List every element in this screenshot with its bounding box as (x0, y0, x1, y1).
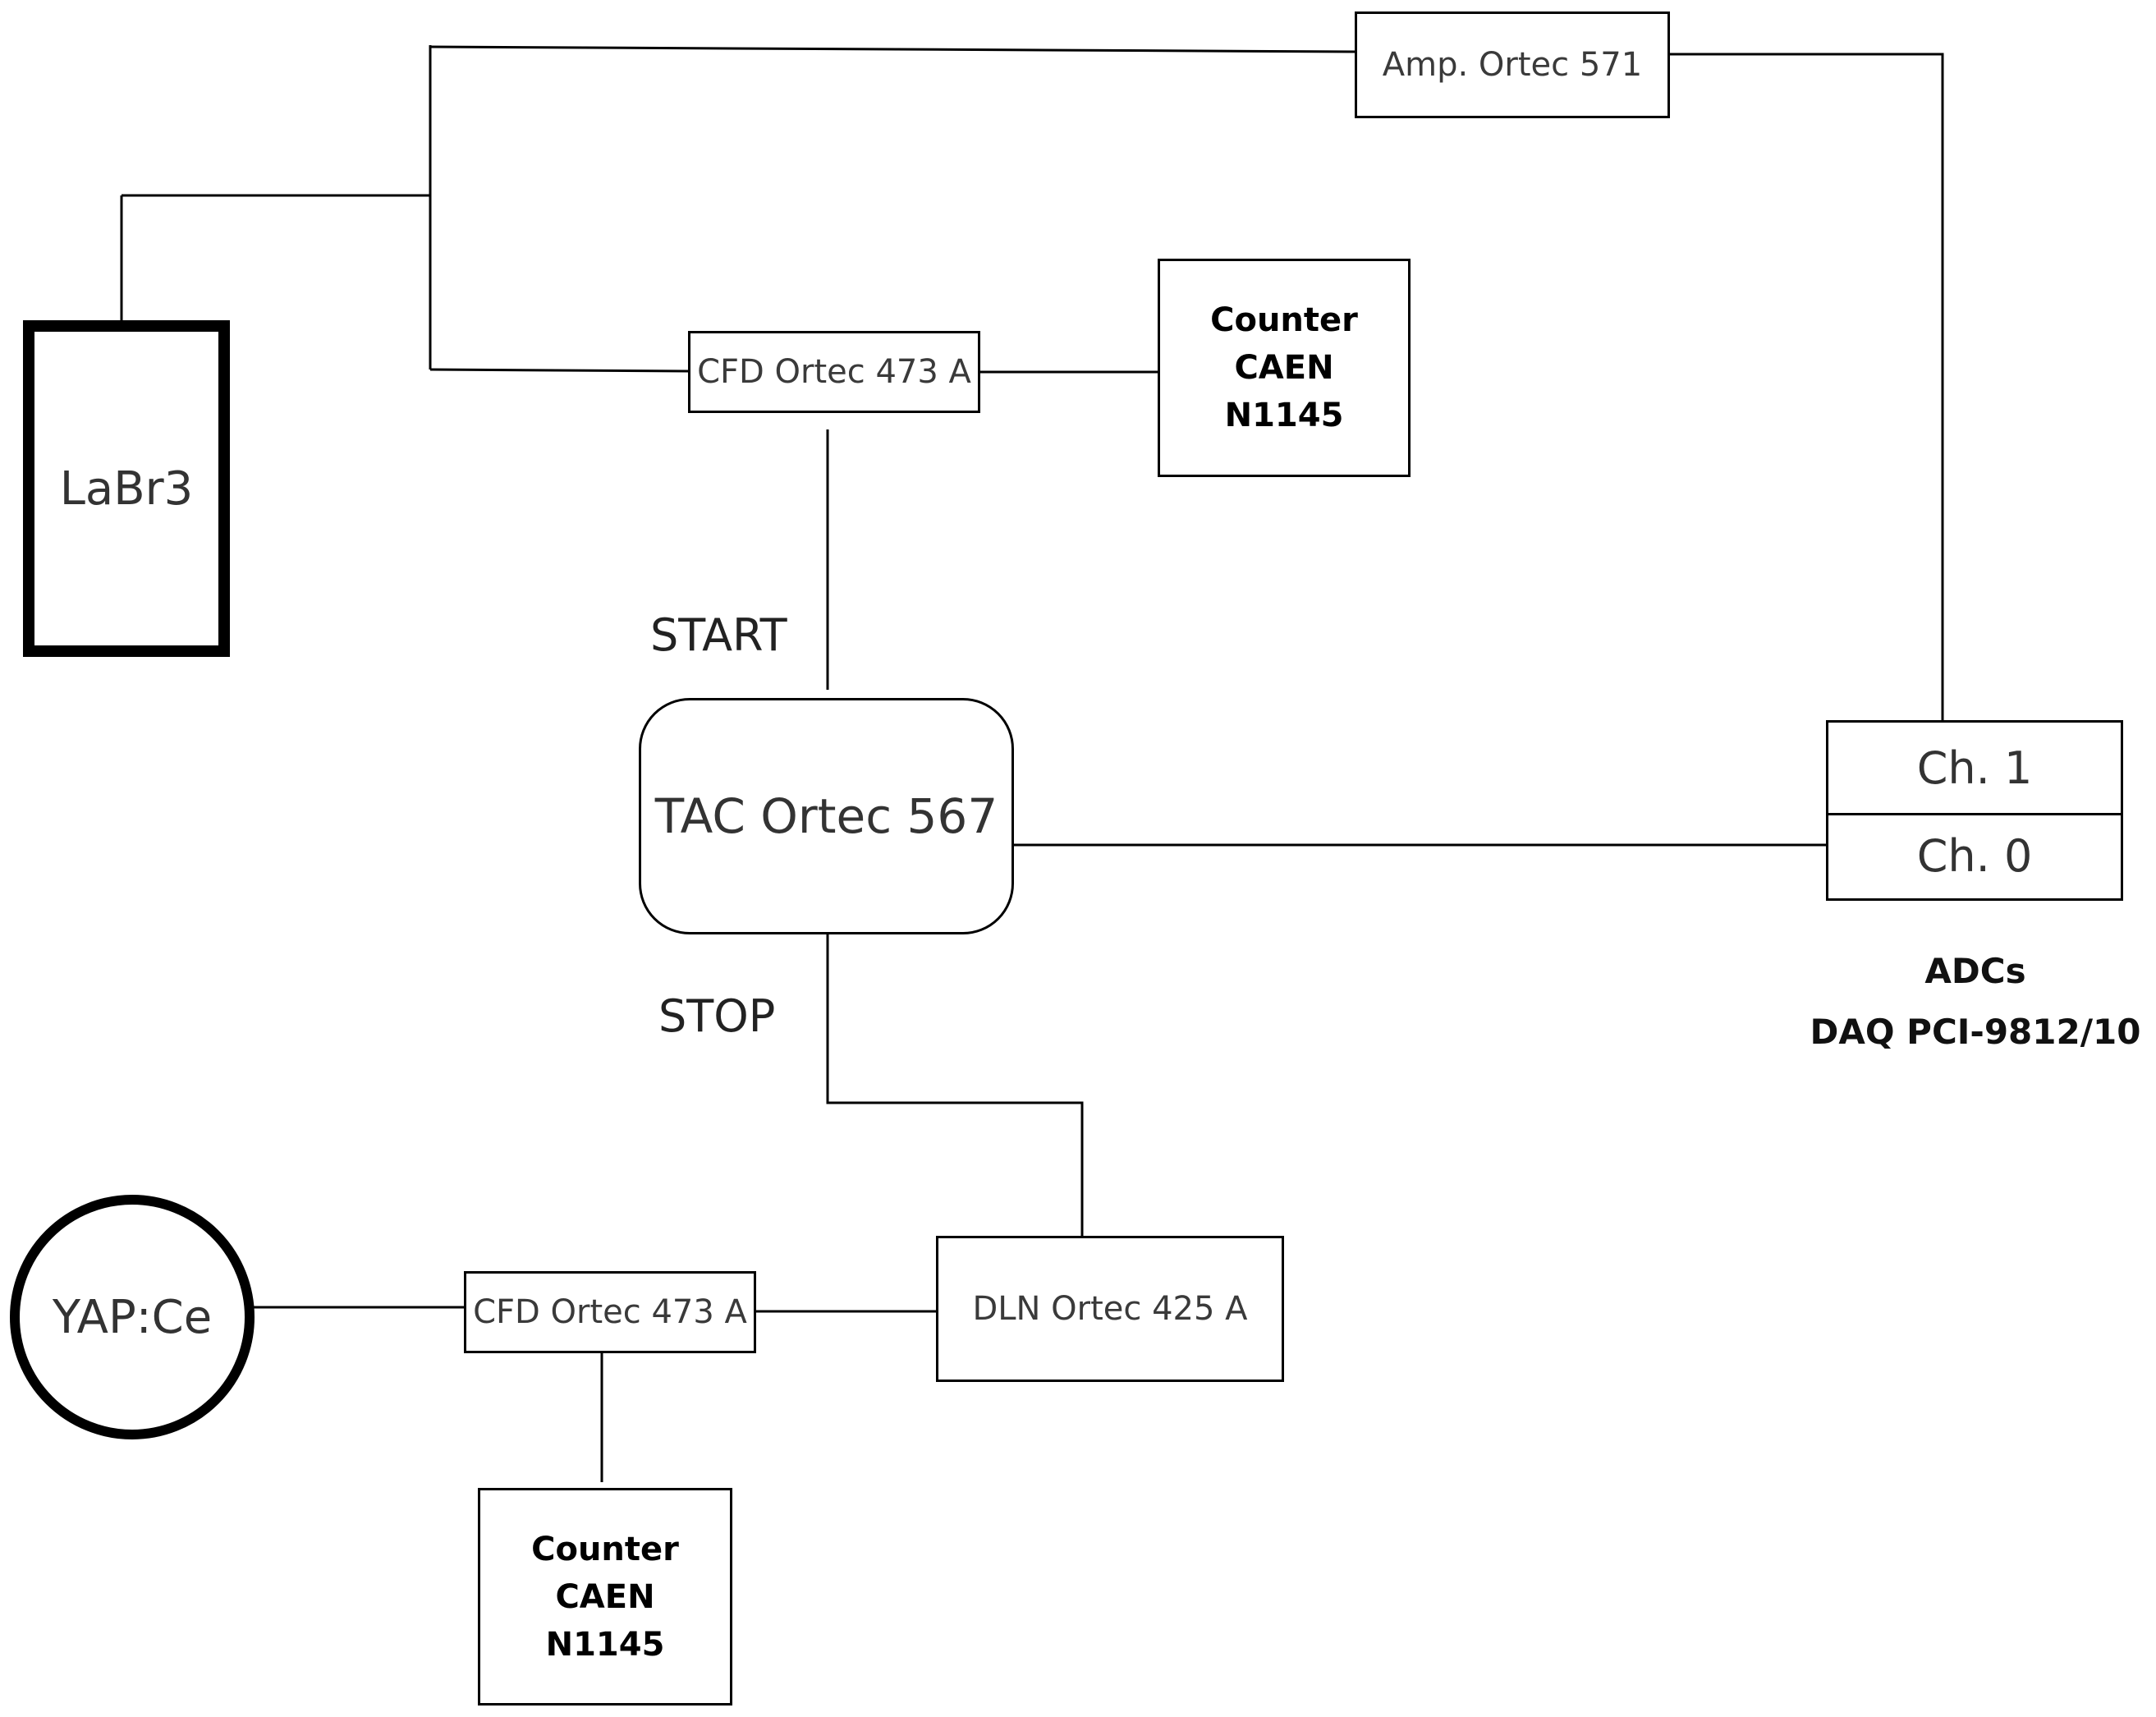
wire-to-amp (429, 45, 1356, 53)
counter-top-line1: Counter CAEN (1210, 301, 1358, 387)
adc-ch0-label: Ch. 0 (1916, 829, 2033, 882)
adc-channel-1: Ch. 1 (1828, 723, 2121, 813)
adc-ch1-label: Ch. 1 (1916, 741, 2033, 794)
amplifier-box: Amp. Ortec 571 (1355, 11, 1670, 118)
adc-caption-line2: DAQ PCI-9812/10 (1810, 1012, 2141, 1052)
tac-box: TAC Ortec 567 (639, 698, 1014, 934)
amplifier-label: Amp. Ortec 571 (1382, 46, 1643, 84)
cfd-bottom-box: CFD Ortec 473 A (464, 1271, 756, 1353)
cfd-bottom-label: CFD Ortec 473 A (473, 1293, 747, 1331)
dln-label: DLN Ortec 425 A (972, 1290, 1248, 1328)
adc-caption-line1: ADCs (1924, 951, 2026, 991)
wire-to-cfd-top (429, 368, 689, 373)
counter-bottom-line1: Counter CAEN (531, 1530, 679, 1616)
counter-bottom-line2: N1145 (545, 1625, 665, 1664)
dln-box: DLN Ortec 425 A (936, 1236, 1284, 1382)
cfd-top-box: CFD Ortec 473 A (688, 331, 980, 413)
adc-caption: ADCs DAQ PCI-9812/10 (1795, 941, 2156, 1063)
counter-bottom-box: Counter CAEN N1145 (478, 1488, 732, 1706)
counter-top-line2: N1145 (1224, 397, 1344, 434)
cfd-top-label: CFD Ortec 473 A (697, 353, 971, 391)
yap-detector: YAP:Ce (10, 1195, 255, 1439)
wire-amp-to-adc-ch1 (1670, 53, 1944, 720)
adc-divider (1828, 813, 2121, 815)
counter-top-box: Counter CAEN N1145 (1158, 259, 1411, 477)
adc-box: Ch. 1 Ch. 0 (1826, 720, 2123, 901)
adc-channel-0: Ch. 0 (1828, 813, 2121, 898)
labr3-label: LaBr3 (59, 461, 194, 516)
start-label: START (650, 609, 787, 661)
labr3-detector: LaBr3 (23, 320, 230, 657)
tac-label: TAC Ortec 567 (654, 788, 998, 844)
yap-label: YAP:Ce (52, 1290, 213, 1344)
stop-label: STOP (658, 990, 776, 1042)
wire-stop (826, 934, 1084, 1236)
